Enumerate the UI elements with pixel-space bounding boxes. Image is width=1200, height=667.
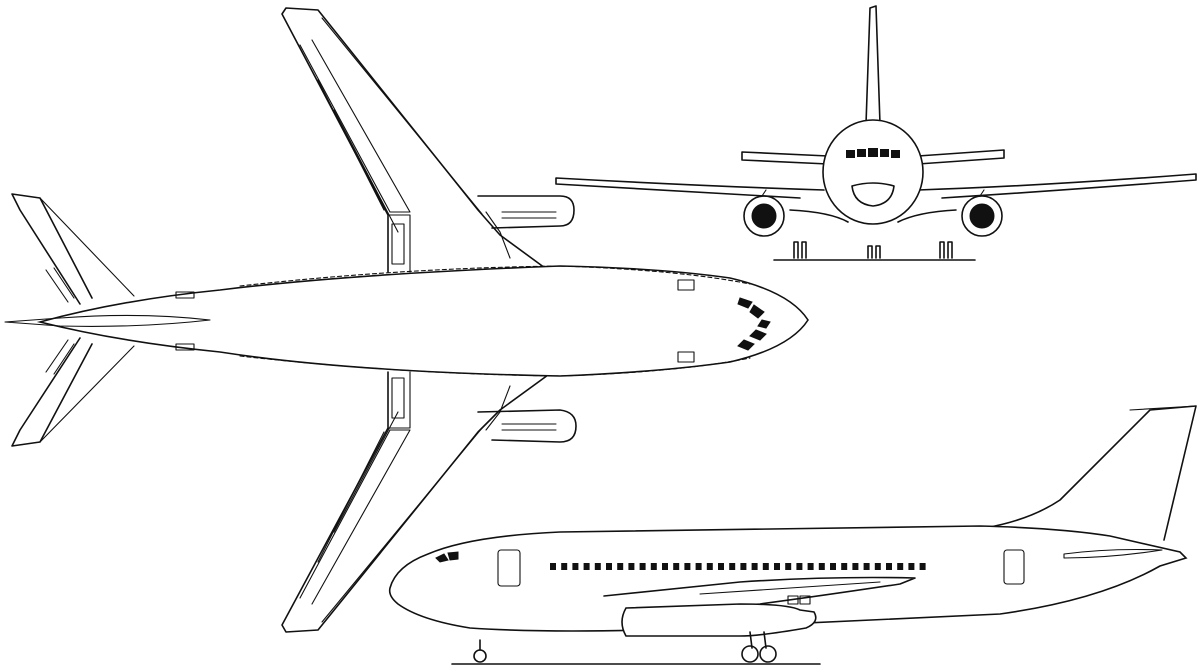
cabin-window xyxy=(841,563,848,570)
plan-lower-wing xyxy=(281,371,549,633)
cabin-window xyxy=(874,563,881,570)
cabin-window xyxy=(628,563,635,570)
cabin-window xyxy=(650,563,657,570)
cabin-window xyxy=(639,563,646,570)
side-view xyxy=(388,405,1197,665)
cabin-window xyxy=(774,563,780,570)
cabin-window xyxy=(606,563,612,570)
cabin-window xyxy=(785,563,792,570)
plan-upper-engine xyxy=(477,195,575,229)
side-cockpit-windows xyxy=(435,551,459,563)
front-horizontal-stabilizer xyxy=(741,149,1005,165)
cabin-window xyxy=(662,563,668,570)
side-front-door xyxy=(497,549,521,587)
side-wing xyxy=(603,576,916,613)
plan-view xyxy=(4,7,809,633)
cabin-window xyxy=(796,563,803,570)
cabin-window xyxy=(830,563,836,570)
plan-cockpit-windows xyxy=(737,297,771,351)
front-radome xyxy=(851,182,895,207)
cabin-window xyxy=(718,563,724,570)
front-view xyxy=(555,5,1197,261)
cabin-window xyxy=(740,563,747,570)
plan-lower-engine xyxy=(477,409,577,443)
cabin-window xyxy=(695,563,702,570)
cabin-window xyxy=(908,563,915,570)
plan-lower-stabilizer xyxy=(11,337,135,447)
plan-fuselage xyxy=(4,265,809,377)
front-wings xyxy=(555,173,1197,199)
cabin-window xyxy=(751,563,758,570)
cabin-window xyxy=(897,563,904,570)
front-cockpit-windows xyxy=(846,148,900,158)
cabin-window xyxy=(762,563,769,570)
cabin-window xyxy=(919,563,926,570)
side-cabin-windows xyxy=(550,563,926,570)
cabin-window xyxy=(561,563,568,570)
cabin-window xyxy=(572,563,579,570)
front-left-engine xyxy=(743,189,785,237)
cabin-window xyxy=(729,563,736,570)
side-rear-door xyxy=(1003,549,1025,585)
cabin-window xyxy=(818,563,825,570)
cabin-window xyxy=(594,563,601,570)
cabin-window xyxy=(673,563,680,570)
front-landing-gear xyxy=(773,241,976,261)
side-fuselage xyxy=(388,525,1188,632)
side-vertical-fin xyxy=(984,405,1197,541)
side-landing-gear xyxy=(451,631,821,665)
plan-upper-stabilizer xyxy=(11,193,135,305)
front-vertical-fin xyxy=(865,5,881,125)
cabin-window xyxy=(863,563,870,570)
plan-upper-wing xyxy=(281,7,546,273)
front-fuselage xyxy=(822,119,924,225)
cabin-window xyxy=(706,563,713,570)
cabin-window xyxy=(583,563,590,570)
cabin-window xyxy=(684,563,691,570)
cabin-window xyxy=(852,563,859,570)
front-right-engine xyxy=(961,189,1003,237)
cabin-window xyxy=(617,563,624,570)
cabin-window xyxy=(886,563,892,570)
cabin-window xyxy=(550,563,556,570)
side-engine xyxy=(621,603,817,637)
cabin-window xyxy=(807,563,814,570)
